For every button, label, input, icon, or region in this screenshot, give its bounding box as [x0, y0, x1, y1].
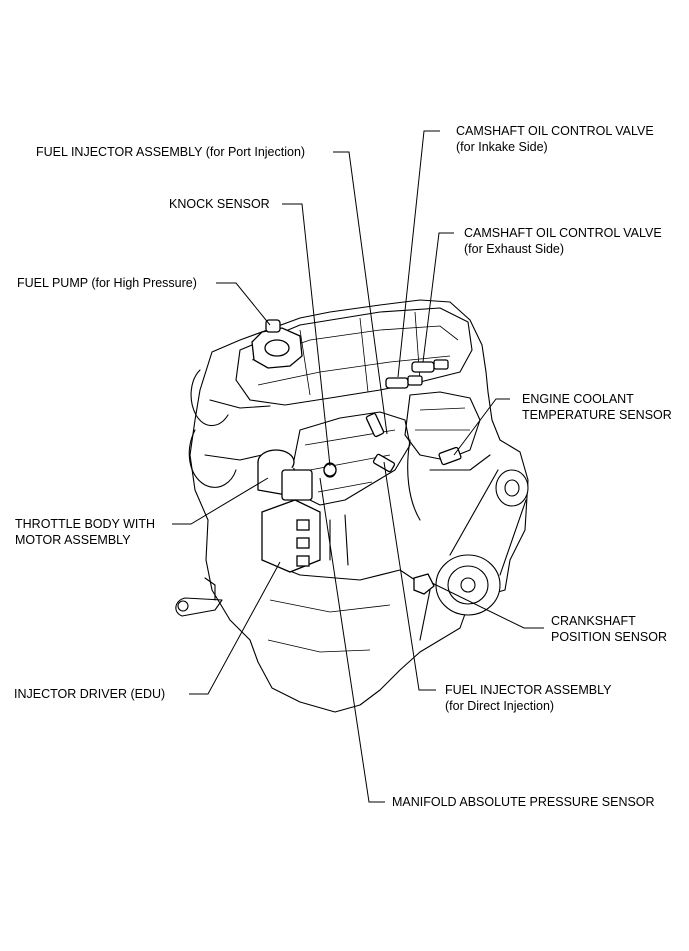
label-throttle-body: THROTTLE BODY WITH MOTOR ASSEMBLY [15, 517, 156, 547]
leader-coolant [453, 398, 510, 456]
label-fuel-injector-direct: FUEL INJECTOR ASSEMBLY (for Direct Injec… [445, 683, 612, 713]
fuel-pump-part [251, 319, 303, 369]
leader-injector-driver [189, 561, 281, 695]
engine-illustration [175, 299, 529, 713]
label-crankshaft-position-sensor: CRANKSHAFT POSITION SENSOR [551, 614, 667, 644]
label-cam-oil-control-valve-intake: CAMSHAFT OIL CONTROL VALVE (for Inkake S… [456, 124, 654, 154]
leader-knock [282, 203, 331, 467]
leader-cam-intake [397, 130, 440, 378]
coolant-sensor-part [438, 446, 462, 466]
label-manifold-absolute-pressure-sensor: MANIFOLD ABSOLUTE PRESSURE SENSOR [392, 795, 655, 809]
leader-throttle [172, 477, 269, 525]
leader-cam-exhaust [422, 232, 454, 363]
label-fuel-pump: FUEL PUMP (for High Pressure) [17, 276, 197, 290]
crankshaft-sensor-part [413, 573, 435, 595]
injector-driver-part [261, 499, 321, 573]
leader-lines [172, 130, 544, 803]
leader-crankshaft [431, 582, 544, 629]
label-engine-coolant-temp-sensor: ENGINE COOLANT TEMPERATURE SENSOR [522, 392, 672, 422]
throttle-body-part [257, 449, 337, 501]
leader-fuel-pump [216, 282, 271, 326]
label-cam-oil-control-valve-exhaust: CAMSHAFT OIL CONTROL VALVE (for Exhaust … [464, 226, 662, 256]
leader-map [319, 477, 385, 803]
cam-valves-part [385, 359, 449, 389]
leader-injector-direct [383, 461, 436, 691]
port-injector-part [365, 412, 385, 438]
label-injector-driver: INJECTOR DRIVER (EDU) [14, 687, 166, 701]
label-knock-sensor: KNOCK SENSOR [169, 197, 270, 211]
label-fuel-injector-port: FUEL INJECTOR ASSEMBLY (for Port Injecti… [36, 145, 306, 159]
leader-injector-port [333, 151, 388, 435]
